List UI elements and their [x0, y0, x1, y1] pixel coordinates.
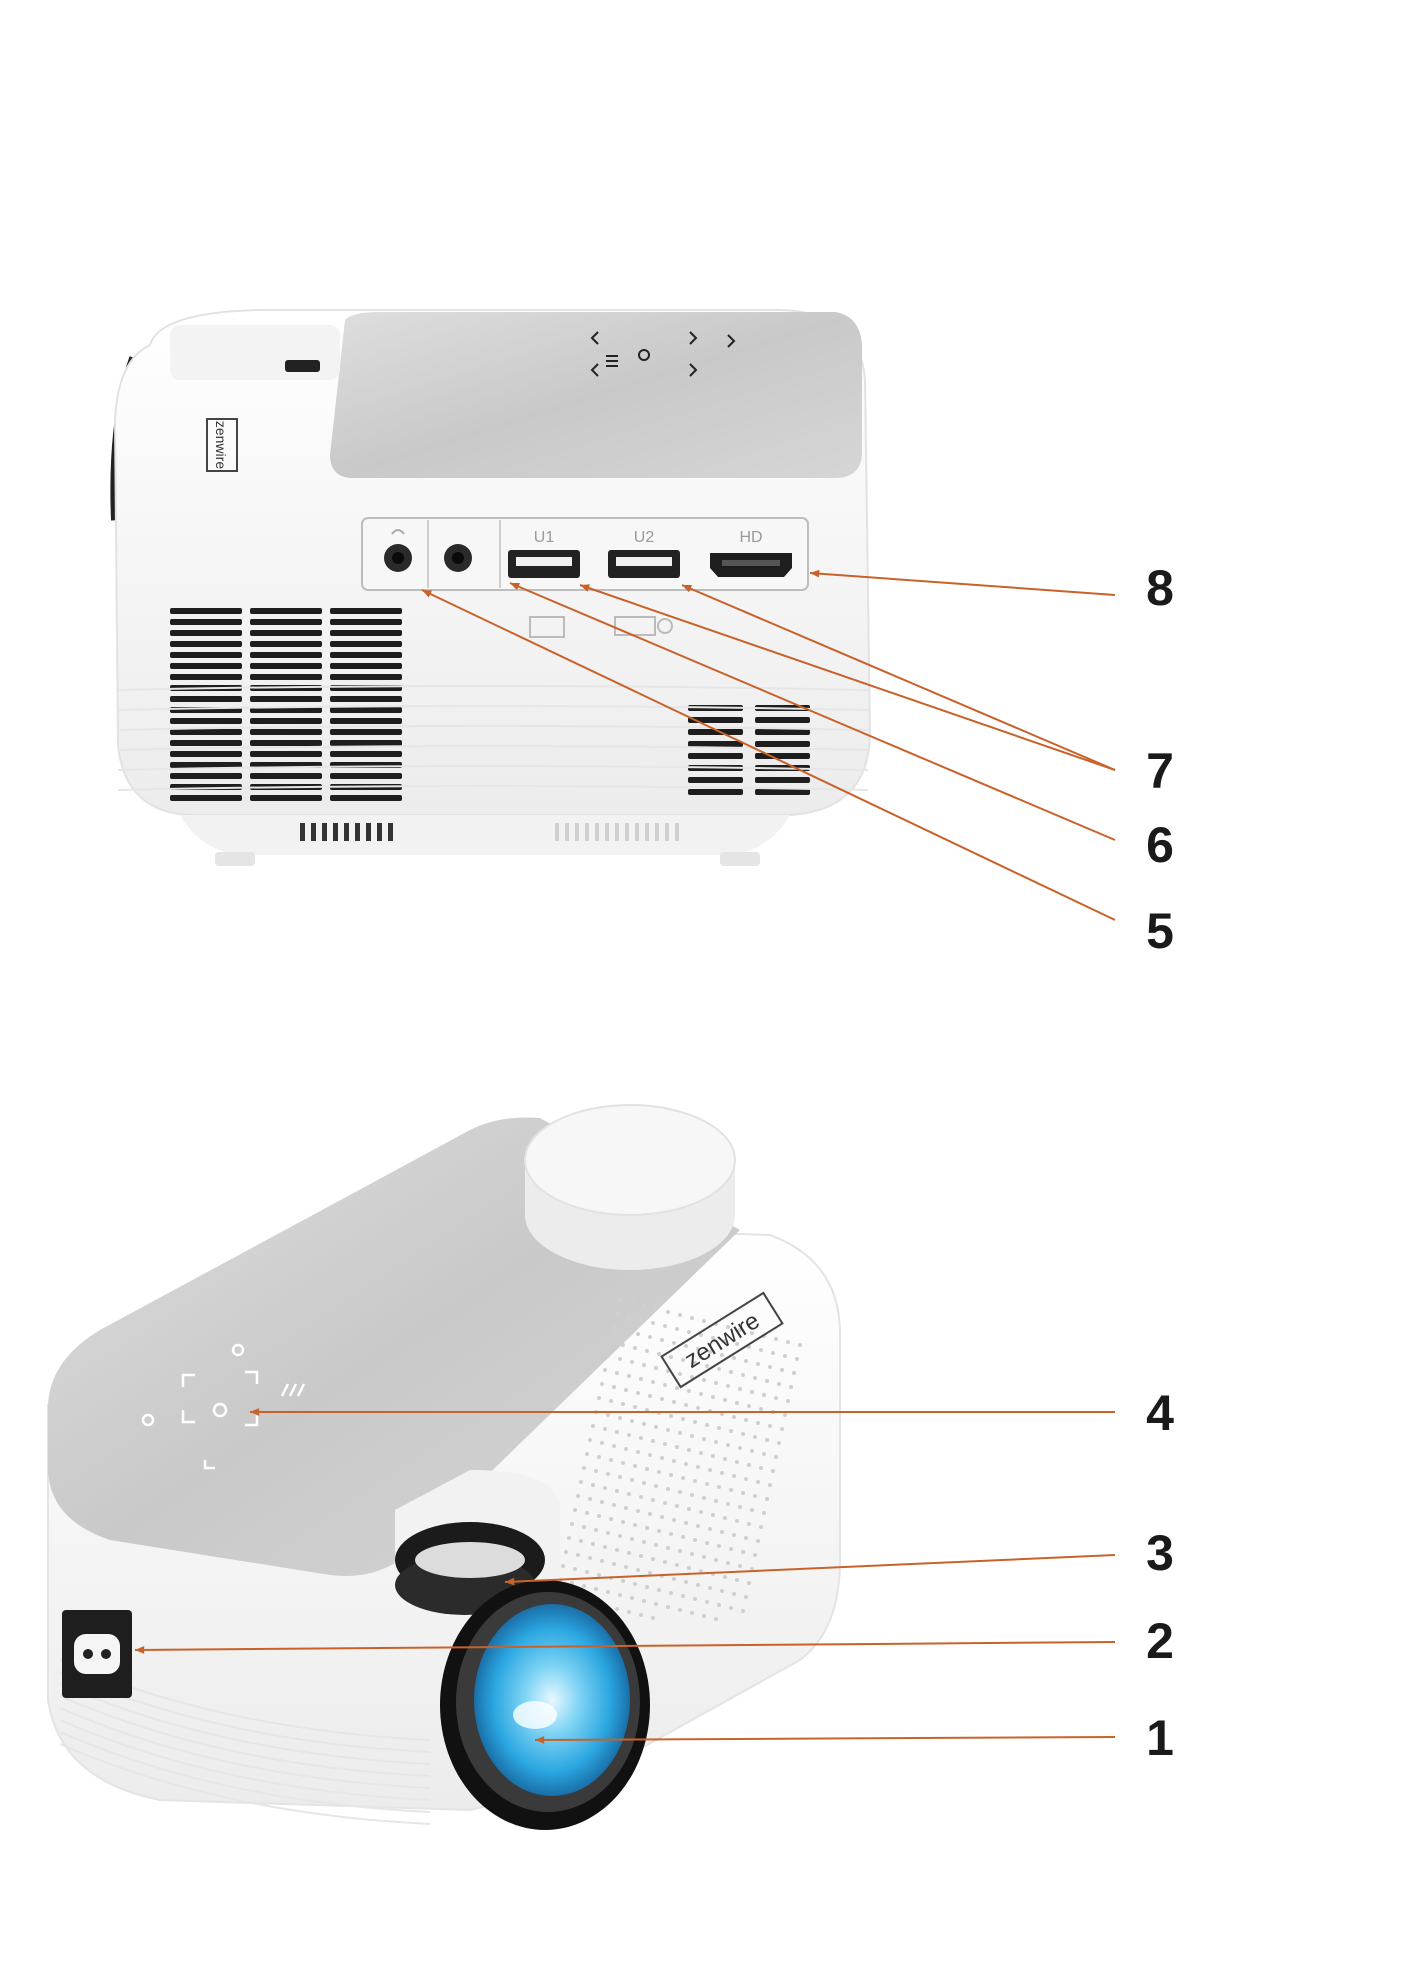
back-view-projector: zenwire U1 [110, 309, 872, 866]
port-panel [361, 517, 809, 591]
callout-4: 4 [250, 1385, 1174, 1441]
lens [440, 1580, 650, 1830]
arrowhead-5 [422, 590, 432, 598]
callout-number-3: 3 [1146, 1525, 1174, 1581]
callout-number-8: 8 [1146, 560, 1174, 616]
callout-8: 8 [809, 560, 1174, 616]
power-socket [62, 1610, 132, 1698]
callout-number-5: 5 [1146, 903, 1174, 959]
callout-number-2: 2 [1146, 1613, 1174, 1669]
port-label-hd: HD [739, 529, 762, 546]
card-icon [529, 616, 565, 638]
arrowhead-1 [535, 1736, 545, 1744]
leader-line-3 [504, 1554, 1116, 1583]
callout-5: 5 [421, 589, 1174, 959]
usb-port-1 [508, 550, 580, 578]
leader-line-7 [579, 584, 1116, 771]
back-vents-right [688, 705, 810, 795]
back-touch-controls [590, 331, 736, 377]
arrowhead-6 [510, 583, 520, 591]
arrowhead-7 [682, 585, 692, 593]
back-brand-text: zenwire [213, 421, 229, 469]
back-foot-right [720, 852, 760, 866]
callout-number-7: 7 [1146, 743, 1174, 799]
back-top-panel [330, 312, 862, 478]
leader-line-7 [681, 584, 1116, 771]
leader-line-5 [421, 589, 1116, 921]
callout-layer: 8 7 6 5 4 3 2 1 [134, 560, 1174, 1766]
callout-3: 3 [504, 1525, 1174, 1586]
back-ribs [117, 685, 869, 791]
back-top-slot [285, 360, 320, 372]
back-brand-plate: zenwire [206, 418, 238, 472]
lens-cap [524, 1104, 736, 1270]
audio-jack-left [384, 544, 412, 572]
callout-6: 6 [509, 582, 1174, 873]
callout-number-1: 1 [1146, 1710, 1174, 1766]
leader-line-8 [809, 572, 1116, 596]
leader-line-2 [134, 1641, 1116, 1651]
front-view-projector: zenwire [47, 1104, 841, 1830]
arrowhead-3 [505, 1577, 515, 1586]
leader-line-6 [509, 582, 1116, 841]
usb-stick-icon [614, 616, 656, 636]
back-base [180, 815, 790, 855]
control-panel [141, 1343, 306, 1470]
callout-1: 1 [534, 1710, 1174, 1766]
arrowhead-7 [580, 584, 590, 592]
audio-jack-right [444, 544, 472, 572]
usb-port-2 [608, 550, 680, 578]
arrowhead-8 [810, 569, 820, 578]
callout-number-4: 4 [1146, 1385, 1174, 1441]
arrowhead-4 [250, 1408, 260, 1416]
arrowhead-2 [135, 1646, 145, 1654]
headphone-icon [391, 529, 405, 535]
back-foot-left [215, 852, 255, 866]
back-base-slots [300, 823, 679, 841]
port-label-u1: U1 [534, 529, 555, 546]
callout-number-6: 6 [1146, 817, 1174, 873]
port-label-u2: U2 [634, 529, 655, 546]
callout-7: 7 [579, 584, 1174, 799]
leader-line-1 [534, 1736, 1116, 1741]
callout-2: 2 [134, 1613, 1174, 1669]
